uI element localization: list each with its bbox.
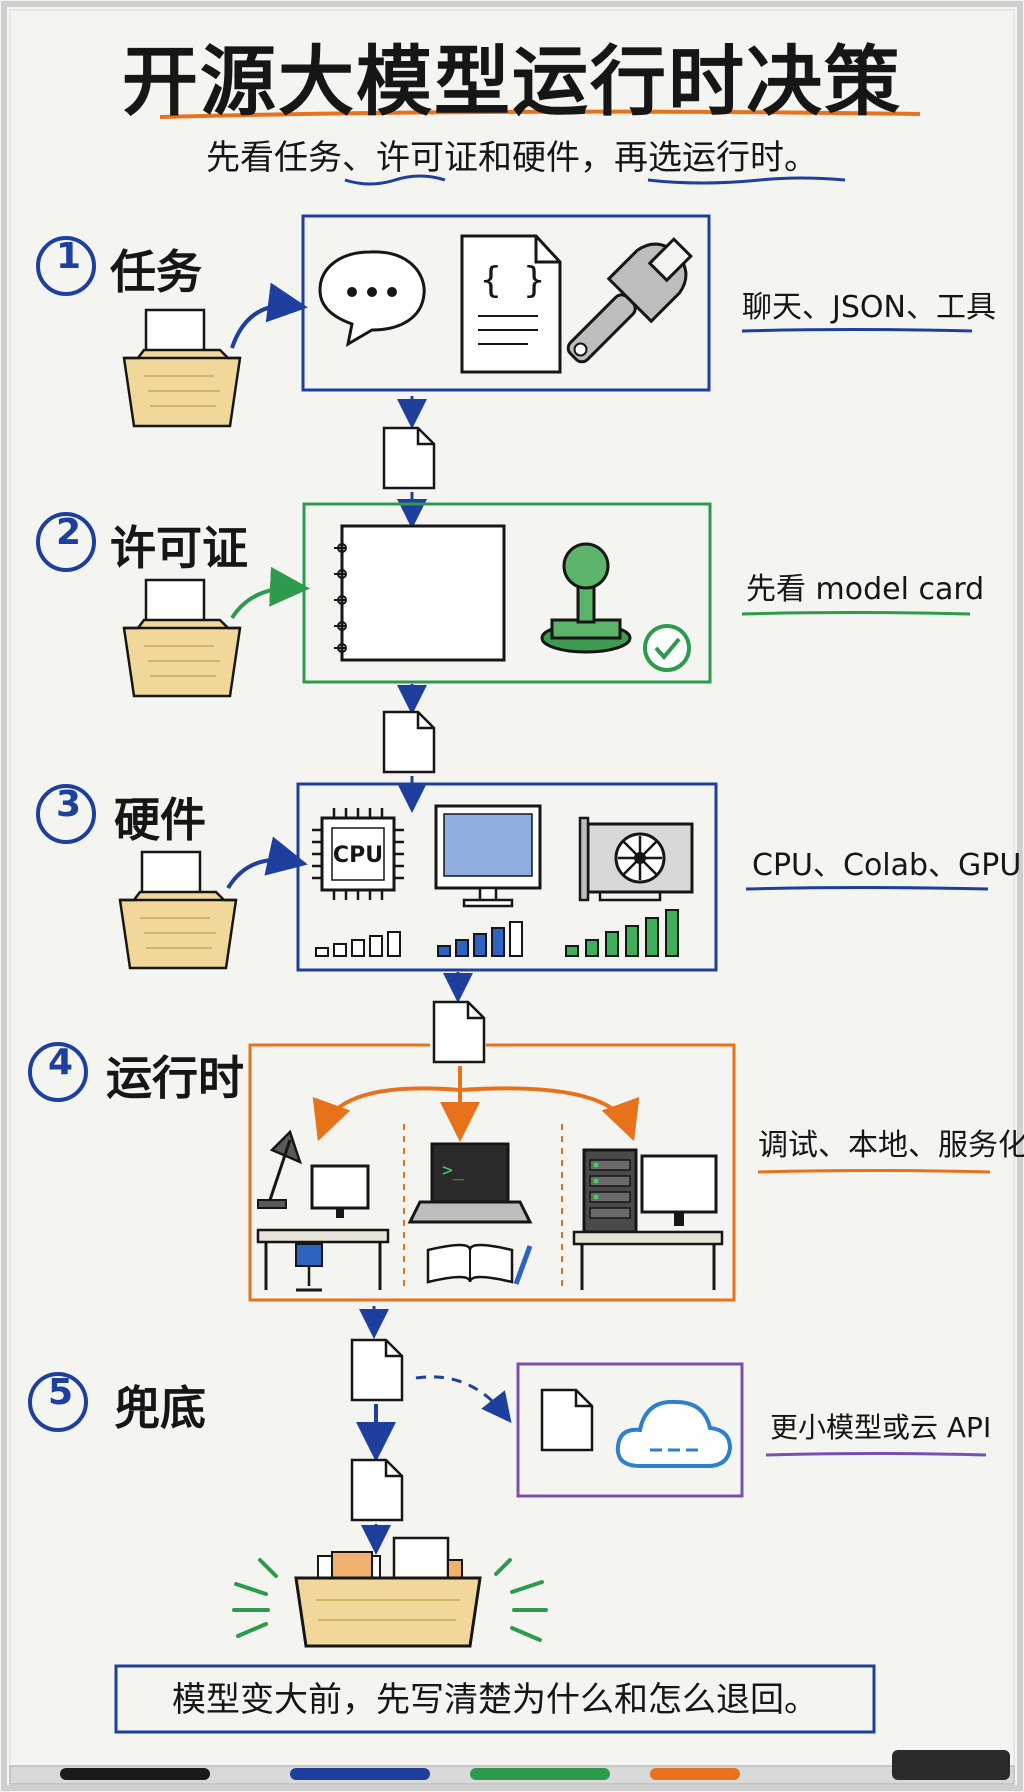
page-title: 开源大模型运行时决策 bbox=[122, 37, 902, 126]
step-2-note: 先看 model card bbox=[746, 572, 985, 607]
gpu-card-icon bbox=[578, 816, 694, 902]
step-1-label: 任务 bbox=[110, 245, 202, 299]
result-archive-box-icon bbox=[294, 1536, 482, 1648]
step-4-number: 4 bbox=[48, 1042, 74, 1083]
step-3-note: CPU、Colab、GPU bbox=[752, 848, 1022, 883]
step-5-note: 更小模型或云 API bbox=[770, 1411, 992, 1444]
step-2-number-circle bbox=[36, 512, 96, 572]
marker-tray bbox=[9, 1750, 1015, 1785]
cpu-chip-label: CPU bbox=[333, 843, 383, 868]
json-document-icon: { } bbox=[460, 234, 562, 374]
step-2-label: 许可证 bbox=[110, 521, 248, 575]
step-1-number-circle bbox=[36, 236, 96, 296]
step-5-number-circle bbox=[28, 1372, 88, 1432]
server-rack-icon bbox=[572, 1148, 724, 1290]
cpu-capacity-bars bbox=[315, 931, 401, 957]
step-3-folder-icon bbox=[118, 850, 238, 970]
step-3-number: 3 bbox=[56, 784, 82, 825]
step-2-number: 2 bbox=[56, 512, 82, 553]
cpu-chip-icon: CPU bbox=[312, 808, 404, 900]
fallback-dashed-arrow bbox=[415, 1375, 512, 1424]
debug-desk-icon bbox=[256, 1129, 390, 1292]
svg-text:{ }: { } bbox=[480, 260, 545, 301]
step-3-label: 硬件 bbox=[114, 793, 206, 847]
step-4-box bbox=[248, 1043, 736, 1302]
page-subtitle: 先看任务、许可证和硬件，再选运行时。 bbox=[206, 138, 818, 178]
step-5-label: 兜底 bbox=[114, 1381, 206, 1435]
stamp-icon bbox=[540, 542, 632, 654]
step-1-box bbox=[301, 214, 711, 392]
sparkle-lines bbox=[232, 1558, 548, 1642]
step-1-arrow bbox=[230, 282, 308, 349]
footer-note: 模型变大前，先写清楚为什么和怎么退回。 bbox=[172, 1680, 818, 1720]
chat-bubble-icon bbox=[318, 250, 426, 347]
step-2-box bbox=[302, 502, 712, 684]
gpu-capacity-bars bbox=[565, 909, 679, 957]
step-4-label: 运行时 bbox=[106, 1051, 244, 1105]
connector-doc-5 bbox=[350, 1458, 404, 1522]
connector-doc-3 bbox=[432, 1000, 486, 1064]
monitor-icon bbox=[434, 804, 542, 908]
connector-doc-1 bbox=[382, 426, 436, 490]
step-1-folder-icon bbox=[122, 308, 242, 428]
step-4-number-circle bbox=[28, 1042, 88, 1102]
fallback-doc-icon bbox=[540, 1388, 594, 1452]
step-2-folder-icon bbox=[122, 578, 242, 698]
colab-capacity-bars bbox=[437, 921, 523, 957]
step-5-box bbox=[516, 1362, 744, 1498]
wrench-icon bbox=[566, 237, 693, 364]
check-icon bbox=[643, 624, 691, 672]
svg-text:>_: >_ bbox=[442, 1160, 464, 1181]
step-3-box bbox=[296, 782, 718, 972]
step-2-arrow bbox=[230, 566, 310, 620]
footer-box bbox=[114, 1664, 876, 1734]
title-underline bbox=[159, 109, 921, 119]
step-1-note: 聊天、JSON、工具 bbox=[742, 290, 996, 325]
cloud-icon bbox=[615, 1399, 733, 1468]
license-notebook-icon bbox=[334, 524, 506, 662]
step-3-number-circle bbox=[36, 784, 96, 844]
step-5-number: 5 bbox=[48, 1372, 74, 1413]
connector-doc-4 bbox=[350, 1338, 404, 1402]
connector-doc-2 bbox=[382, 710, 436, 774]
laptop-terminal-icon: >_ bbox=[407, 1142, 533, 1285]
step-1-number: 1 bbox=[56, 236, 82, 277]
step-3-arrow bbox=[226, 836, 308, 890]
step-4-note: 调试、本地、服务化 bbox=[758, 1128, 1024, 1163]
